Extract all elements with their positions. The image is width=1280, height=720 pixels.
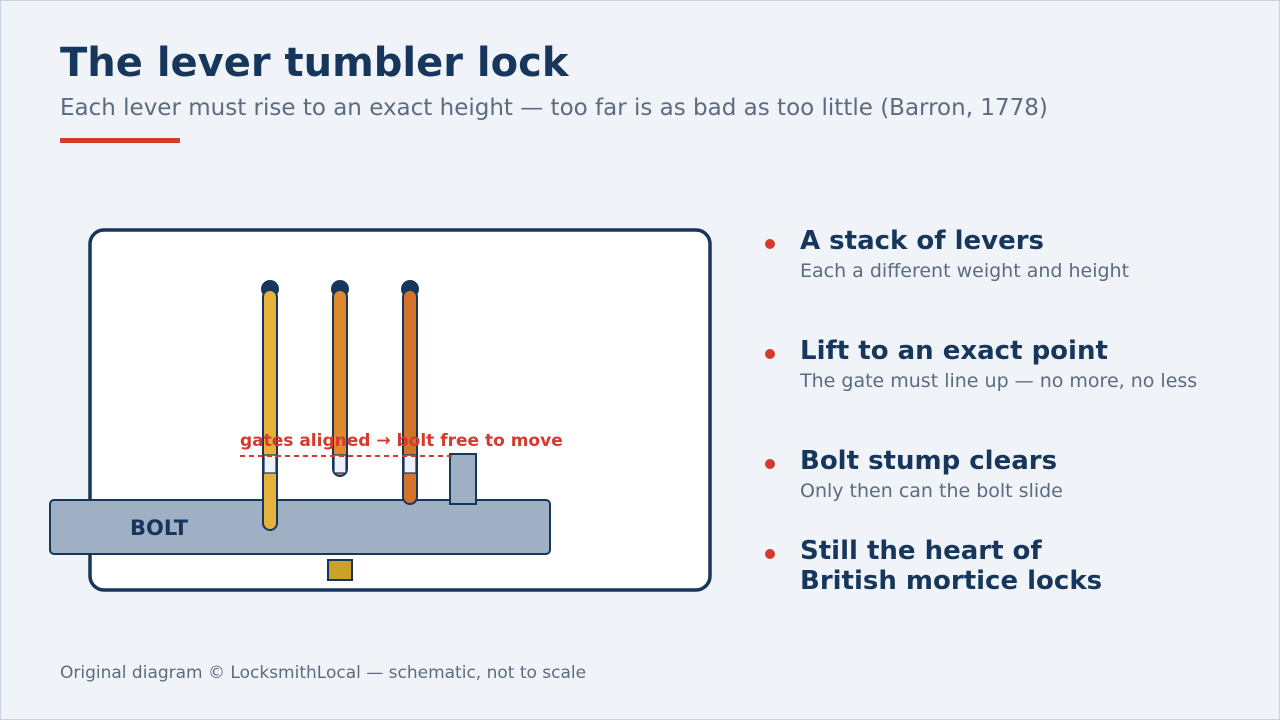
- lever-3: [401, 280, 419, 505]
- key-point-heading: Still the heart of British mortice locks: [800, 536, 1103, 596]
- bullet-dot: [765, 459, 775, 469]
- lever-2: [331, 280, 349, 477]
- footer-credit: Original diagram © LocksmithLocal — sche…: [60, 663, 587, 683]
- bolt: [49, 499, 551, 555]
- lever-1: [261, 280, 279, 531]
- key-point-heading: A stack of levers: [800, 226, 1045, 256]
- lever-3-body: [402, 289, 418, 505]
- key-point-description: Each a different weight and height: [800, 260, 1130, 282]
- gate-annotation: gates aligned → bolt free to move: [240, 431, 563, 451]
- lever-3-gate: [403, 454, 417, 474]
- bolt-label: BOLT: [130, 516, 189, 540]
- key-point-heading: Lift to an exact point: [800, 336, 1108, 366]
- lever-1-body: [262, 289, 278, 531]
- key-point-description: Only then can the bolt slide: [800, 480, 1063, 502]
- key-bit: [327, 559, 353, 581]
- title-accent-bar: [60, 138, 180, 143]
- bullet-dot: [765, 549, 775, 559]
- lever-2-gate: [333, 454, 347, 474]
- key-point-description: The gate must line up — no more, no less: [800, 370, 1198, 392]
- lever-1-gate: [263, 454, 277, 474]
- bullet-dot: [765, 239, 775, 249]
- page-title: The lever tumbler lock: [60, 40, 569, 86]
- bullet-dot: [765, 349, 775, 359]
- key-point-heading: Bolt stump clears: [800, 446, 1058, 476]
- lever-lock-diagram: BOLT gates aligned → bolt free to move: [49, 228, 712, 592]
- bolt-stump: [449, 453, 477, 505]
- lever-2-body: [332, 289, 348, 477]
- page-subtitle: Each lever must rise to an exact height …: [60, 95, 1048, 121]
